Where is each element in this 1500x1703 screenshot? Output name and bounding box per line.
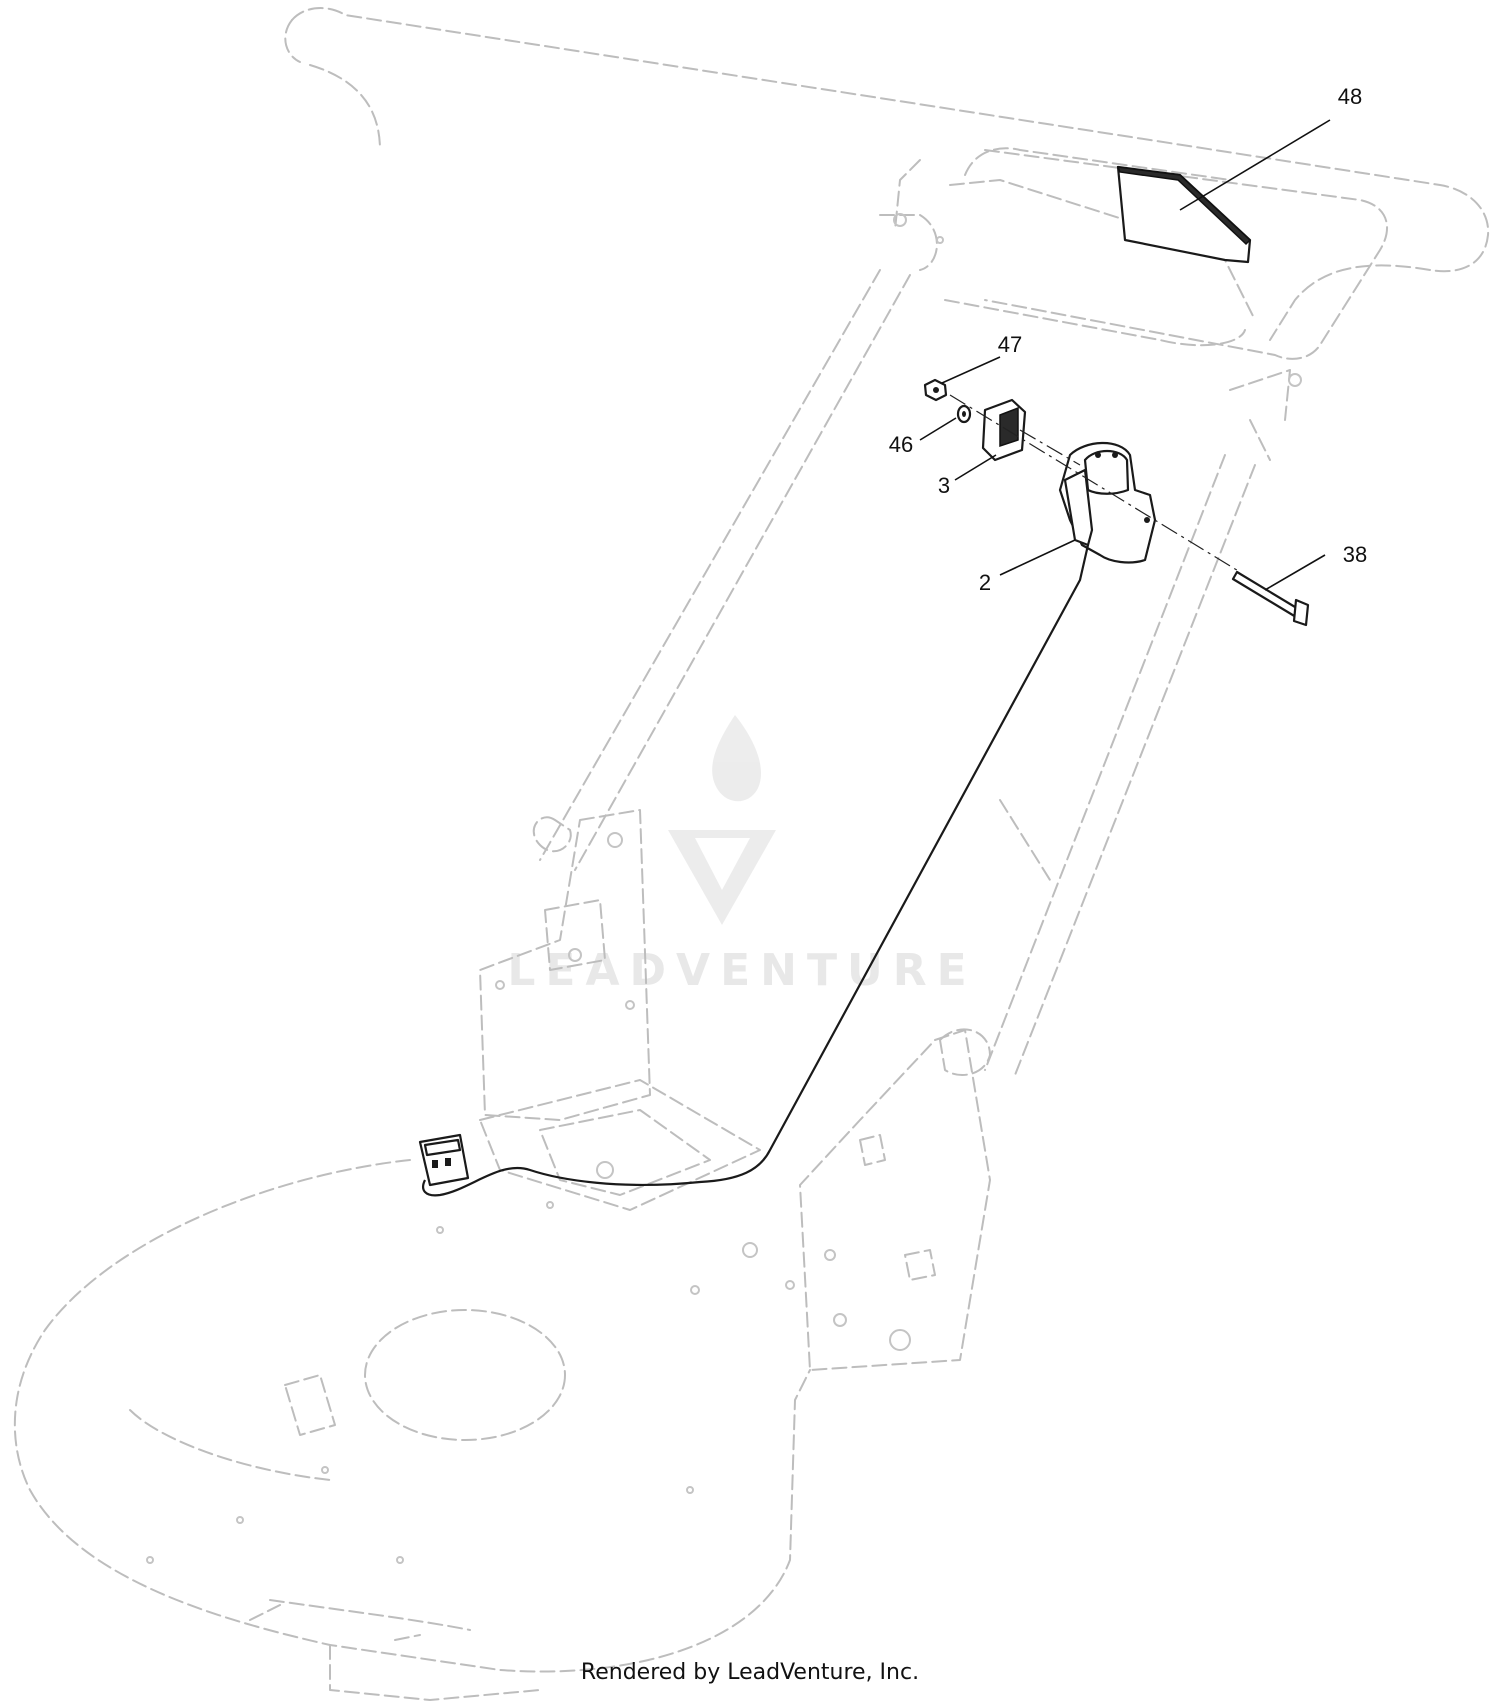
part-38-bolt[interactable] [1231, 570, 1310, 627]
callout-3[interactable]: 3 [938, 454, 997, 498]
part-47-nut[interactable] [923, 378, 948, 402]
cable-connector [418, 1133, 470, 1187]
part-46-washer[interactable] [956, 404, 972, 424]
watermark-text: LEADVENTURE [507, 945, 976, 996]
callout-48-label: 48 [1338, 84, 1362, 109]
callout-46-label: 46 [889, 432, 913, 457]
control-cable [422, 544, 1090, 1197]
assembly-axis [949, 394, 1241, 573]
deck-ghost [13, 809, 991, 1701]
part-2-housing[interactable] [1058, 441, 1157, 564]
callout-46[interactable]: 46 [889, 417, 957, 457]
part-3-switch[interactable] [981, 398, 1027, 462]
leadventure-watermark: LEADVENTURE [507, 715, 976, 996]
part-48-decal[interactable] [1116, 165, 1252, 264]
callout-47-label: 47 [998, 332, 1022, 357]
callout-38[interactable]: 38 [1264, 542, 1367, 591]
callout-2[interactable]: 2 [979, 539, 1076, 595]
callout-38-label: 38 [1343, 542, 1367, 567]
footer-credit: Rendered by LeadVenture, Inc. [580, 1660, 920, 1685]
callout-48[interactable]: 48 [1179, 84, 1362, 211]
switch-axis [1019, 429, 1081, 466]
callout-2-label: 2 [979, 570, 991, 595]
handle-ghost [284, 7, 1490, 1076]
callout-3-label: 3 [938, 473, 950, 498]
callout-47[interactable]: 47 [941, 332, 1022, 384]
